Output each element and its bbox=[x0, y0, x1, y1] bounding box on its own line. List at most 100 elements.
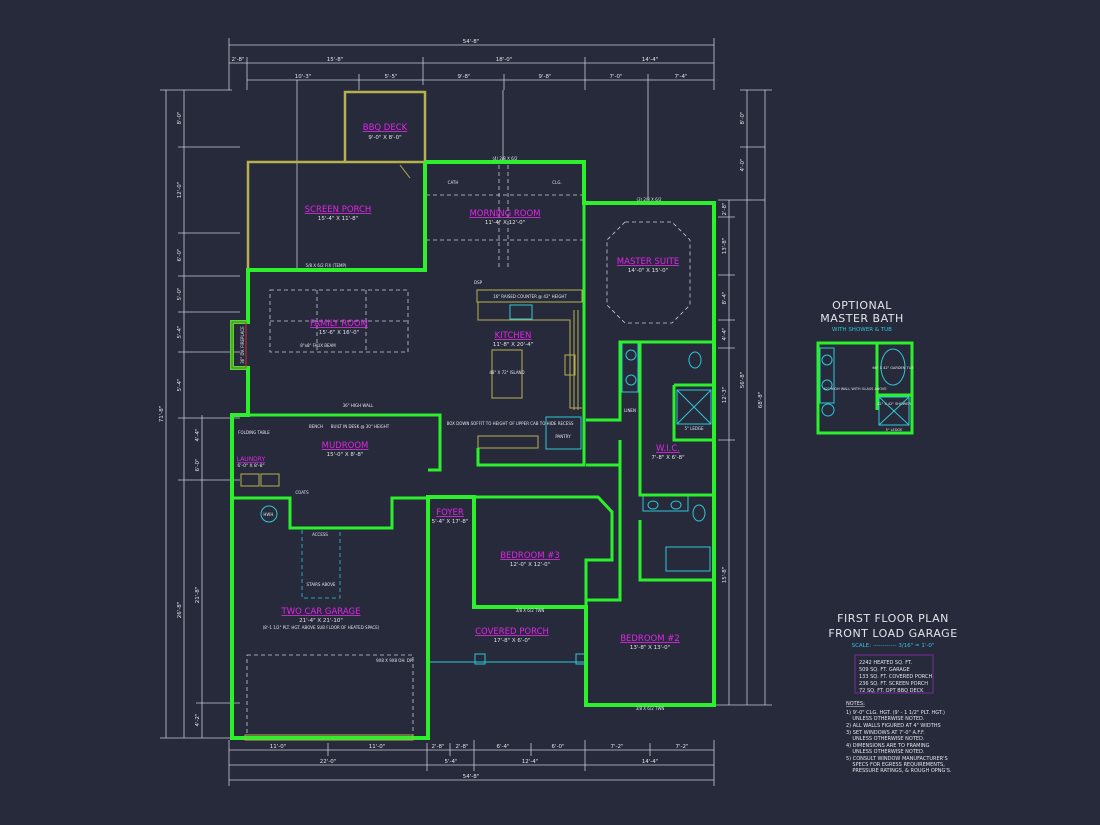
area-line: 2242 HEATED SQ. FT. bbox=[859, 660, 912, 666]
room-note: (8'-1 1/2" PLT. HGT. ABOVE SUB FLOOR OF … bbox=[263, 625, 380, 630]
high-wall-label: 36" HIGH WALL bbox=[343, 403, 374, 408]
window-label: (4) 2/8 X 6/2 bbox=[492, 156, 518, 161]
room-size: 13'-8" X 13'-0" bbox=[630, 645, 670, 651]
coats-label: COATS bbox=[295, 490, 309, 495]
dim-bottom: 11'-0" bbox=[369, 744, 386, 750]
room-name: MASTER SUITE bbox=[617, 257, 679, 267]
left-dimensions: 71'-8" 8'-0" 12'-0" 6'-0" 5'-0" 5'-4" 5'… bbox=[159, 89, 240, 739]
dim-bottom: 5'-4" bbox=[444, 759, 457, 765]
area-line: 72 SQ. FT. OPT BBQ DECK bbox=[859, 688, 924, 694]
note-line: 1) 9'-0" CLG. HGT. (9' - 1 1/2" PLT. HGT… bbox=[846, 710, 945, 716]
room-name: FOYER bbox=[436, 508, 464, 518]
dim-left: 21'-8" bbox=[195, 587, 201, 604]
bottom-dimensions: 11'-0" 11'-0" 2'-8" 2'-8" 6'-4" 6'-0" 7'… bbox=[228, 740, 715, 786]
dim-top: 10'-3" bbox=[295, 74, 312, 80]
area-line: 509 SQ. FT. GARAGE bbox=[859, 667, 910, 673]
stairs-label: STAIRS ABOVE bbox=[307, 582, 336, 587]
dim-left: 12'-0" bbox=[177, 182, 183, 199]
dim-left-overall: 71'-8" bbox=[159, 406, 165, 423]
window-label: (3) 2/8 X 6/2 bbox=[636, 197, 662, 202]
room-size: 14'-0" X 15'-0" bbox=[628, 268, 668, 274]
room-size: 6'-0" X 8'-8" bbox=[237, 463, 264, 469]
area-box bbox=[854, 654, 934, 694]
note-line: UNLESS OTHERWISE NOTED. bbox=[846, 716, 925, 722]
kitchen-cabinets bbox=[476, 289, 583, 450]
dim-right: 2'-8" bbox=[722, 202, 728, 215]
dim-top: 14'-4" bbox=[642, 57, 659, 63]
shower-label: 42" X 42" SHOWER bbox=[877, 402, 911, 406]
bench-label: BENCH bbox=[309, 424, 323, 429]
exterior-walls bbox=[230, 160, 716, 741]
dsp-label: DSP bbox=[474, 280, 483, 285]
dim-right: 8'-4" bbox=[722, 291, 728, 304]
note-line: UNLESS OTHERWISE NOTED. bbox=[846, 736, 925, 742]
dim-right: 56'-8" bbox=[740, 372, 746, 389]
soffit-label: BOX DOWN SOFFIT TO HEIGHT OF UPPER CAB T… bbox=[447, 421, 574, 426]
room-name: BEDROOM #2 bbox=[620, 634, 680, 644]
title-block: FIRST FLOOR PLAN FRONT LOAD GARAGE SCALE… bbox=[828, 612, 957, 774]
clg-label: CLG. bbox=[552, 180, 561, 185]
dim-top: 7'-4" bbox=[674, 74, 687, 80]
dim-top: 18'-0" bbox=[496, 57, 513, 63]
dim-bottom: 7'-2" bbox=[610, 744, 623, 750]
notes-heading: NOTES: bbox=[846, 701, 865, 707]
annotation-labels: 16" RAISED COUNTER @ 42" HEIGHT 48" X 72… bbox=[238, 156, 704, 711]
note-line: UNLESS OTHERWISE NOTED. bbox=[846, 749, 925, 755]
dim-right: 4'-4" bbox=[722, 327, 728, 340]
dim-bottom: 11'-0" bbox=[270, 744, 287, 750]
dim-left: 6'-0" bbox=[195, 458, 201, 471]
hwh-label: HWH. bbox=[263, 512, 274, 517]
room-name: FAMILY ROOM bbox=[310, 319, 368, 329]
ceiling-lines bbox=[246, 165, 691, 739]
optional-master-bath: OPTIONAL MASTER BATH WITH SHOWER & TUB 6… bbox=[816, 299, 914, 435]
room-size: 5'-4" X 17'-8" bbox=[432, 519, 469, 525]
top-dimensions: 54'-8" 2'-8" 15'-8" 18'-0" 14'-4" 10'-3"… bbox=[228, 38, 715, 270]
dim-top-overall: 54'-8" bbox=[463, 39, 480, 45]
area-line: 133 SQ. FT. COVERED PORCH bbox=[859, 674, 933, 680]
dim-bottom: 7'-2" bbox=[675, 744, 688, 750]
room-name: MORNING ROOM bbox=[469, 209, 540, 219]
pantry-label: PANTRY bbox=[555, 434, 571, 439]
window-label: 3/8 X 6/2 TWN bbox=[516, 608, 545, 613]
room-size: 15'-6" X 16'-0" bbox=[319, 330, 359, 336]
note-line: SPECS FOR EGRESS REQUIREMENTS, bbox=[846, 762, 945, 768]
plan-subtitle: FRONT LOAD GARAGE bbox=[828, 627, 957, 640]
dim-left: 4'-4" bbox=[195, 428, 201, 441]
dim-top: 2'-8" bbox=[231, 57, 244, 63]
dim-bottom: 6'-4" bbox=[496, 744, 509, 750]
room-name: W.I.C. bbox=[656, 444, 680, 454]
window-label: 5/8 X 6/2 FIX (TEMP) bbox=[306, 263, 347, 268]
dim-left: 26'-8" bbox=[177, 602, 183, 619]
dim-left: 6'-0" bbox=[177, 248, 183, 261]
room-size: 12'-0" X 12'-0" bbox=[510, 562, 550, 568]
dim-right: 15'-8" bbox=[722, 567, 728, 584]
note-line: PRESSURE RATINGS, & ROUGH OPNG'S. bbox=[846, 768, 952, 774]
desk-label: BUILT IN DESK @ 30" HEIGHT bbox=[331, 424, 390, 429]
area-line: 236 SQ. FT. SCREEN PORCH bbox=[859, 681, 928, 687]
ledge-label: 5" LEDGE bbox=[684, 426, 704, 431]
room-size: 21'-4" X 21'-10" bbox=[299, 618, 343, 624]
room-size: 15'-4" X 11'-8" bbox=[318, 216, 358, 222]
linen-label: LINEN bbox=[624, 408, 636, 413]
dim-right: 13'-8" bbox=[722, 238, 728, 255]
optional-bath-title: MASTER BATH bbox=[820, 312, 904, 325]
room-labels: BBQ DECK 9'-0" X 8'-0" SCREEN PORCH 15'-… bbox=[237, 123, 685, 651]
bath-fixtures bbox=[240, 341, 712, 665]
beam-label: 8"x8" FAUX BEAM bbox=[300, 343, 336, 348]
room-size: 11'-8" X 20'-4" bbox=[493, 342, 533, 348]
folding-table-label: FOLDING TABLE bbox=[238, 430, 270, 435]
room-size: 9'-0" X 8'-0" bbox=[368, 135, 401, 141]
dim-right: 4'-0" bbox=[740, 158, 746, 171]
dim-bottom: 14'-4" bbox=[642, 759, 659, 765]
dim-left: 8'-0" bbox=[177, 111, 183, 124]
note-line: 5) CONSULT WINDOW MANUFACTURER'S bbox=[846, 756, 948, 762]
note-line: 2) ALL WALLS FIGURED AT 4" WIDTHS bbox=[846, 723, 941, 729]
room-name: BEDROOM #3 bbox=[500, 551, 560, 561]
dim-bottom: 2'-8" bbox=[455, 744, 468, 750]
screen-porch-walls bbox=[246, 90, 427, 270]
glass-wall-label: 42" HIGH WALL WITH GLASS ABOVE bbox=[823, 387, 886, 391]
fireplace-label: 36" DV. FIREPLACE bbox=[240, 326, 245, 364]
dim-top: 5'-5" bbox=[384, 74, 397, 80]
room-size: 17'-8" X 6'-0" bbox=[494, 638, 531, 644]
